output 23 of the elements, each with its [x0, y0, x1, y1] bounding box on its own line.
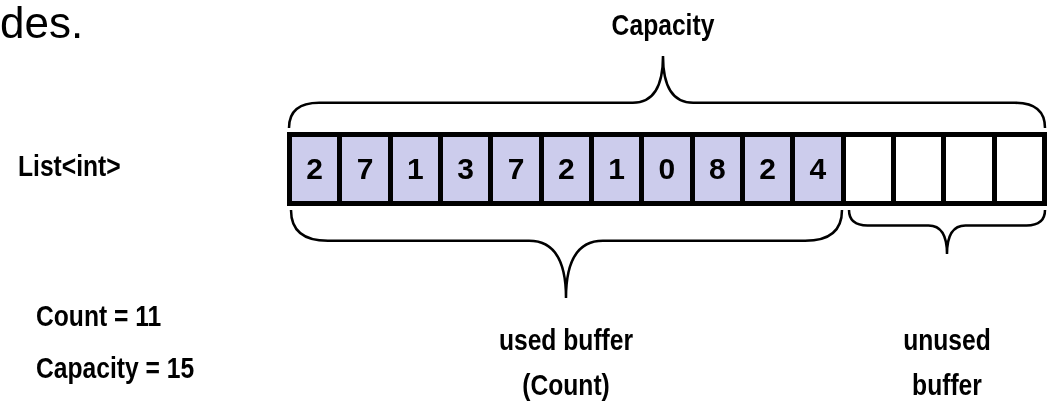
count-value: Count = 11	[36, 300, 162, 333]
empty-array-cell	[845, 137, 891, 201]
filled-array-cell: 7	[493, 137, 539, 201]
capacity-value: Capacity = 15	[36, 352, 195, 385]
filled-array-cell: 8	[694, 137, 740, 201]
filled-array-cell: 3	[443, 137, 489, 201]
filled-array-cell: 2	[744, 137, 791, 201]
unused-buffer-label: unused buffer	[902, 323, 992, 403]
filled-array-cell: 2	[543, 137, 589, 201]
filled-array-cell: 4	[795, 137, 841, 201]
empty-array-cell	[946, 137, 992, 201]
filled-array-cell: 1	[593, 137, 640, 201]
filled-array-cell: 7	[342, 137, 388, 201]
filled-array-cell: 2	[292, 137, 338, 201]
empty-array-cell	[996, 137, 1042, 201]
type-name: List<int>	[18, 150, 121, 183]
filled-array-cell: 0	[644, 137, 690, 201]
empty-array-cell	[895, 137, 942, 201]
capacity-label: Capacity	[610, 8, 716, 43]
filled-array-cell: 1	[392, 137, 438, 201]
array-outline	[287, 132, 1047, 206]
heading-fragment: des.	[0, 0, 84, 48]
used-buffer-label: used buffer (Count)	[497, 323, 635, 403]
